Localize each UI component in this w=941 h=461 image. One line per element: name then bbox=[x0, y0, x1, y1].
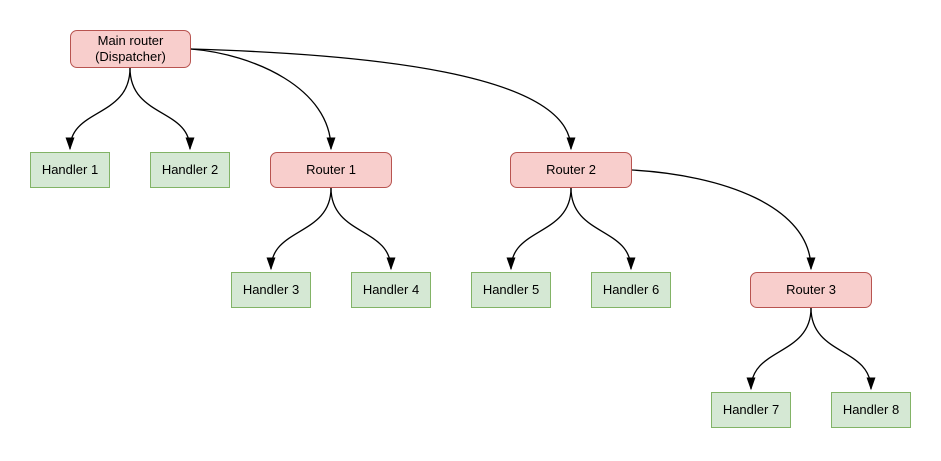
node-router-3: Router 3 bbox=[750, 272, 872, 308]
node-handler-1: Handler 1 bbox=[30, 152, 110, 188]
node-main-router: Main router (Dispatcher) bbox=[70, 30, 191, 68]
node-handler-2: Handler 2 bbox=[150, 152, 230, 188]
edge-router1-handler3 bbox=[266, 187, 332, 271]
edge-router3-handler7 bbox=[746, 307, 812, 391]
node-handler-7: Handler 7 bbox=[711, 392, 791, 428]
edge-router1-handler4 bbox=[330, 187, 396, 271]
node-handler-5: Handler 5 bbox=[471, 272, 551, 308]
node-router-1: Router 1 bbox=[270, 152, 392, 188]
edge-router2-router3 bbox=[631, 169, 816, 271]
node-handler-6: Handler 6 bbox=[591, 272, 671, 308]
edge-router3-handler8 bbox=[810, 307, 876, 391]
edge-main-handler2 bbox=[129, 67, 195, 151]
node-handler-3: Handler 3 bbox=[231, 272, 311, 308]
edge-router2-handler5 bbox=[506, 187, 572, 271]
edge-router2-handler6 bbox=[570, 187, 636, 271]
edge-main-handler1 bbox=[65, 67, 131, 151]
edge-main-router1 bbox=[190, 48, 336, 151]
node-handler-8: Handler 8 bbox=[831, 392, 911, 428]
node-handler-4: Handler 4 bbox=[351, 272, 431, 308]
node-router-2: Router 2 bbox=[510, 152, 632, 188]
edge-main-router2 bbox=[190, 48, 576, 151]
